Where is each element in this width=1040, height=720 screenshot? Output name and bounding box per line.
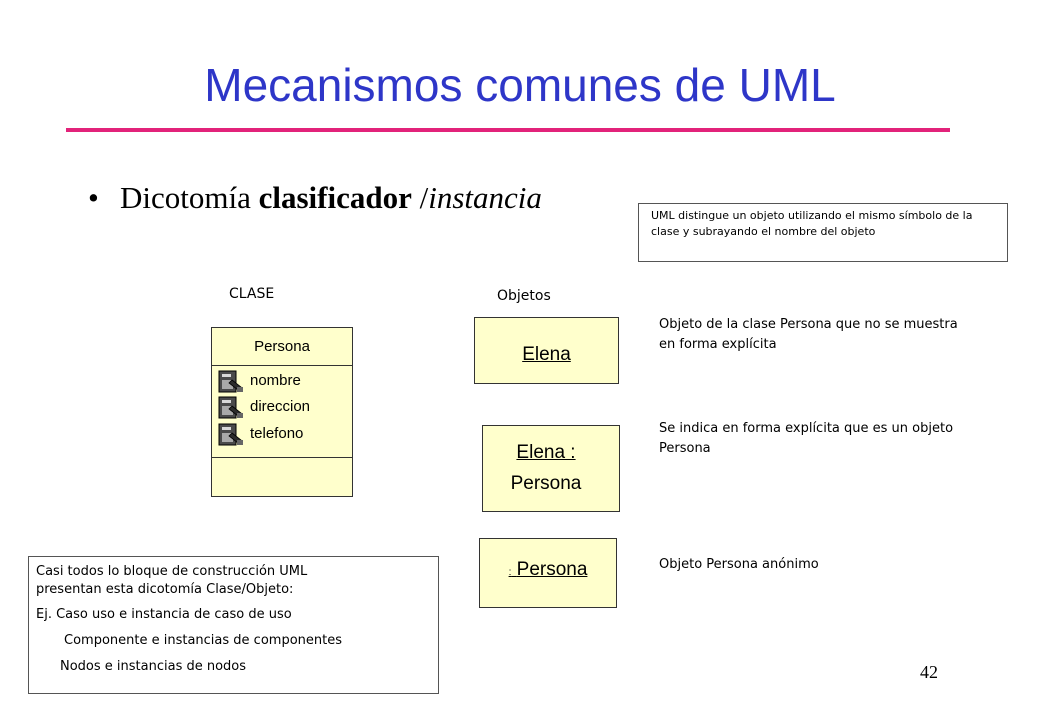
object-box-elena-persona: Elena : Persona bbox=[482, 425, 620, 512]
class-name: Persona bbox=[212, 328, 352, 366]
bullet-point: • Dicotomía clasificador /instancia bbox=[88, 180, 542, 216]
page-number: 42 bbox=[920, 662, 938, 682]
note-line: Casi todos lo bloque de construcción UML bbox=[36, 564, 308, 579]
bullet-bold-text: clasificador bbox=[258, 180, 412, 215]
attribute-name: direccion bbox=[250, 398, 311, 415]
class-operations-divider bbox=[212, 457, 352, 458]
note-line: Ej. Caso uso e instancia de caso de uso bbox=[36, 607, 292, 622]
object-class: Persona bbox=[516, 559, 588, 580]
attribute-name: telefono bbox=[250, 425, 304, 442]
object-description: Se indica en forma explícita que es un o… bbox=[659, 421, 954, 456]
protected-attribute-icon bbox=[218, 396, 243, 419]
object-box-anonymous: : Persona bbox=[479, 538, 617, 608]
object-name: Elena bbox=[522, 344, 571, 365]
bullet-italic-text: instancia bbox=[428, 180, 542, 215]
slide-title: Mecanismos comunes de UML bbox=[204, 59, 836, 111]
bullet-dot: • bbox=[88, 180, 99, 215]
bullet-text-1: Dicotomía bbox=[120, 180, 259, 215]
object-description: Objeto Persona anónimo bbox=[659, 557, 819, 572]
note-line: presentan esta dicotomía Clase/Objeto: bbox=[36, 582, 294, 597]
object-box-elena: Elena bbox=[474, 317, 619, 384]
object-name: : Persona bbox=[480, 559, 616, 581]
class-attribute: direccion bbox=[218, 395, 348, 421]
object-description: Objeto de la clase Persona que no se mue… bbox=[659, 317, 958, 352]
objects-label: Objetos bbox=[497, 288, 551, 304]
note-line: Componente e instancias de componentes bbox=[64, 633, 342, 648]
note-line: Nodos e instancias de nodos bbox=[60, 659, 247, 674]
title-underline bbox=[66, 128, 950, 132]
class-attribute: nombre bbox=[218, 369, 348, 395]
object-colon: : bbox=[508, 567, 512, 578]
object-class: Persona bbox=[510, 473, 582, 494]
class-box: Persona nombre direccion telefono bbox=[211, 327, 353, 497]
object-name: Elena : bbox=[516, 442, 576, 463]
attribute-name: nombre bbox=[250, 372, 301, 389]
protected-attribute-icon bbox=[218, 423, 243, 446]
class-label: CLASE bbox=[229, 286, 275, 302]
note-top: UML distingue un objeto utilizando el mi… bbox=[638, 203, 1008, 262]
protected-attribute-icon bbox=[218, 370, 243, 393]
class-attribute: telefono bbox=[218, 422, 348, 448]
bullet-text-2: / bbox=[411, 180, 429, 215]
note-bottom: Casi todos lo bloque de construcción UML… bbox=[28, 556, 439, 694]
